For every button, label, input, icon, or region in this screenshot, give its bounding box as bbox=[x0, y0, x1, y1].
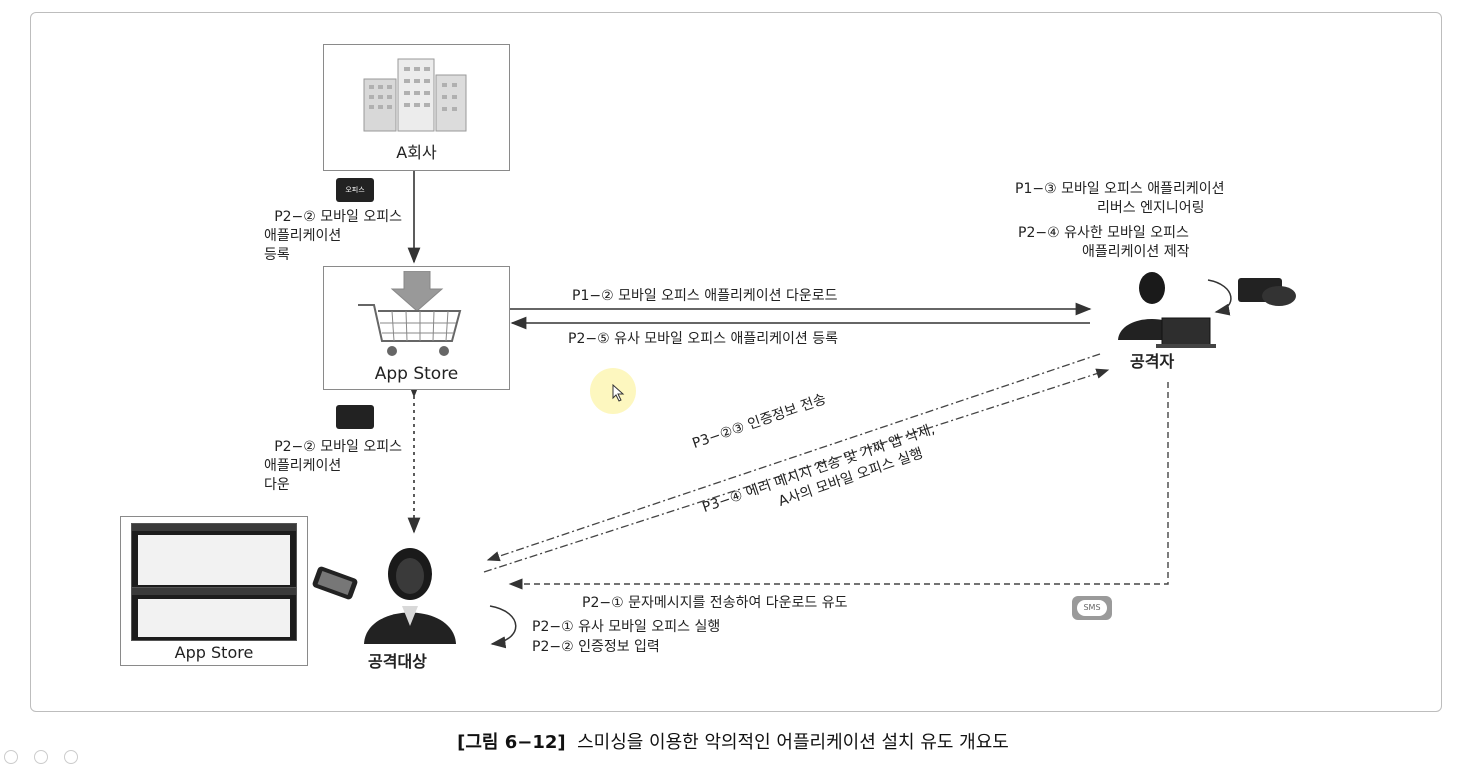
label-p1-3: P1−③ 모바일 오피스 애플리케이션 리버스 엔지니어링 bbox=[1015, 181, 1225, 216]
sms-badge-icon: SMS bbox=[1072, 596, 1112, 620]
target-label: 공격대상 bbox=[368, 652, 427, 671]
label-p2-1-run: P2−① 유사 모바일 오피스 실행 bbox=[532, 619, 721, 635]
figure-title: 스미싱을 이용한 악의적인 어플리케이션 설치 유도 개요도 bbox=[577, 732, 1009, 753]
arrow-p3-4 bbox=[486, 353, 1101, 562]
company-label: A회사 bbox=[396, 143, 437, 162]
rotate-icon[interactable] bbox=[4, 750, 18, 764]
fake-app-badge-icon-2 bbox=[1262, 286, 1296, 306]
phone-app-store-label: App Store bbox=[174, 643, 254, 662]
help-icon[interactable] bbox=[34, 750, 48, 764]
label-p2-1-sms: P2−① 문자메시지를 전송하여 다운로드 유도 bbox=[582, 595, 848, 611]
label-p2-4: P2−④ 유사한 모바일 오피스 애플리케이션 제작 bbox=[1018, 225, 1190, 260]
office-badge-icon: 오피스 bbox=[336, 178, 374, 202]
phone-app-store-box: App Store bbox=[120, 516, 308, 666]
label-p2-2-register: P2−② 모바일 오피스 애플리케이션 등록 bbox=[264, 209, 402, 263]
buildings-icon bbox=[363, 58, 467, 132]
minimize-icon[interactable] bbox=[64, 750, 78, 764]
arrow-p3-23 bbox=[483, 368, 1110, 573]
shopping-cart-icon bbox=[358, 271, 462, 356]
label-p2-2-download: P2−② 모바일 오피스 애플리케이션 다운 bbox=[264, 439, 402, 493]
attacker-self-loop bbox=[1207, 279, 1232, 316]
figure-number: [그림 6−12] bbox=[457, 732, 566, 753]
target-self-loop bbox=[489, 605, 517, 649]
app-store-label: App Store bbox=[374, 364, 459, 384]
figure-caption: [그림 6−12] 스미싱을 이용한 악의적인 어플리케이션 설치 유도 개요도 bbox=[0, 728, 1466, 754]
attacker-label: 공격자 bbox=[1130, 352, 1175, 371]
phone-screen-2 bbox=[131, 587, 297, 641]
app-store-box: App Store bbox=[323, 266, 510, 390]
arrow-p2-1-sms bbox=[508, 382, 1169, 590]
phone-screen-1 bbox=[131, 523, 297, 589]
target-figure-icon bbox=[364, 548, 456, 644]
viewer-toolbar[interactable] bbox=[0, 748, 90, 764]
attacker-figure-icon bbox=[1118, 272, 1216, 348]
company-box: A회사 bbox=[323, 44, 510, 171]
smartphone-icon bbox=[312, 566, 358, 600]
label-p1-2: P1−② 모바일 오피스 애플리케이션 다운로드 bbox=[572, 288, 838, 304]
mouse-cursor-icon bbox=[612, 384, 625, 402]
label-p2-5: P2−⑤ 유사 모바일 오피스 애플리케이션 등록 bbox=[568, 331, 838, 347]
office-badge-icon-2 bbox=[336, 405, 374, 429]
label-p2-2-auth: P2−② 인증정보 입력 bbox=[532, 639, 660, 655]
